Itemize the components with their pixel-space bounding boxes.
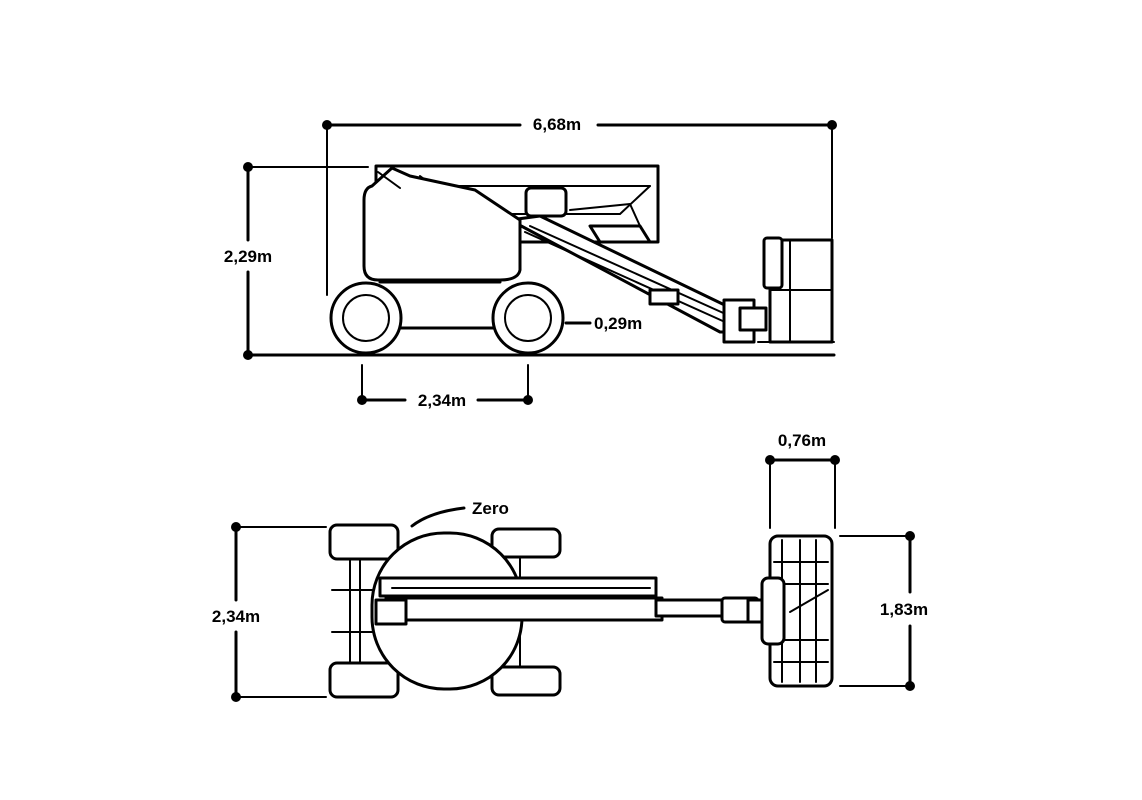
side-rear-wheel: [329, 281, 403, 355]
side-platform-basket: [757, 236, 835, 344]
platform-width-label: 1,83m: [880, 600, 928, 619]
overall-width-label: 2,34m: [212, 607, 260, 626]
side-front-wheel: [491, 281, 565, 355]
overall-length-label: 6,68m: [533, 115, 581, 134]
side-view: 6,68m 2,29m: [224, 115, 837, 410]
wheelbase-dimension: 2,34m: [357, 364, 533, 410]
top-view: 0,76m Zero 2,34m: [212, 431, 928, 702]
top-boom: [374, 576, 766, 626]
platform-depth-label: 0,76m: [778, 431, 826, 450]
platform-width-dimension: 1,83m: [839, 531, 928, 691]
side-chassis: [362, 166, 522, 330]
stowed-height-dimension: 2,29m: [224, 162, 369, 360]
overall-width-dimension: 2,34m: [212, 522, 327, 702]
overall-length-dimension: 6,68m: [322, 115, 837, 296]
wheelbase-label: 2,34m: [418, 391, 466, 410]
top-wheels: [328, 523, 562, 699]
platform-depth-dimension: 0,76m: [765, 431, 840, 529]
stowed-height-label: 2,29m: [224, 247, 272, 266]
tail-swing-callout: Zero: [410, 499, 509, 528]
tail-swing-label: Zero: [472, 499, 509, 518]
ground-clearance-dimension: 0,29m: [564, 314, 642, 333]
ground-clearance-label: 0,29m: [594, 314, 642, 333]
top-platform: [760, 534, 834, 688]
